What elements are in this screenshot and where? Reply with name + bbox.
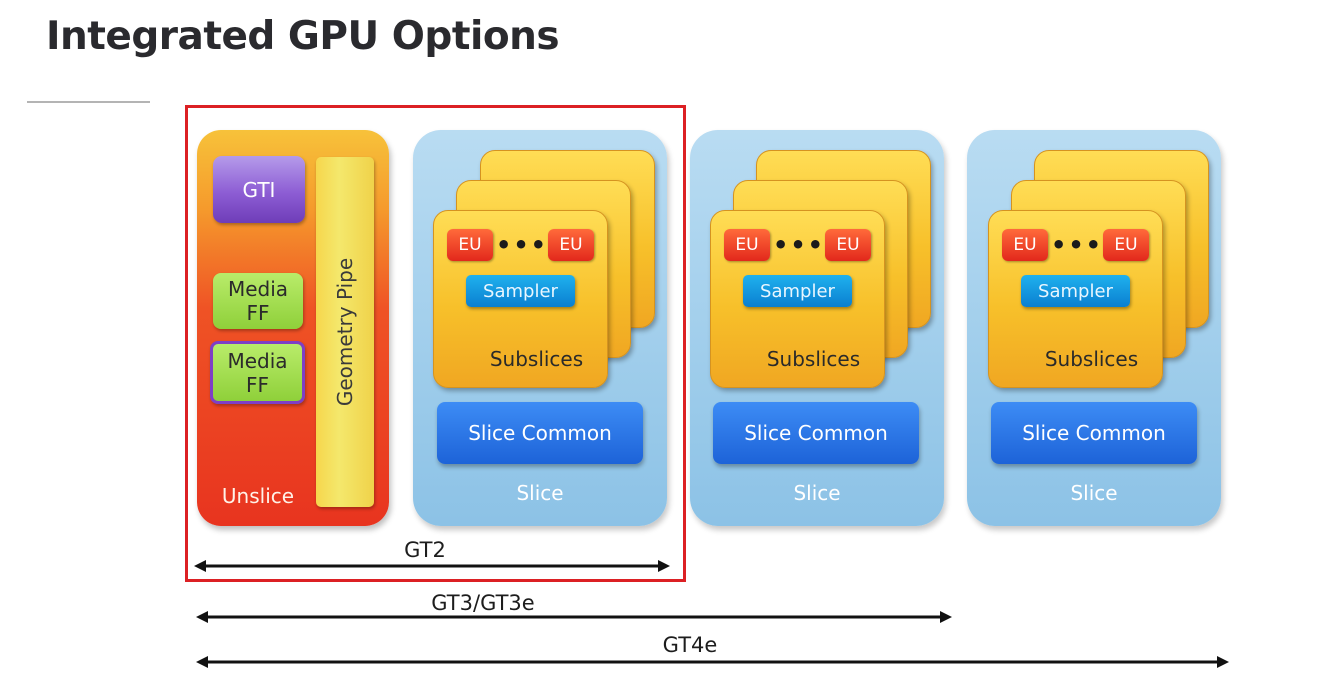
eu-ellipsis: •••: [495, 231, 549, 259]
gt4e-arrow-left-head: [196, 656, 208, 668]
gti-box: GTI: [213, 156, 305, 223]
gt3-arrow-left-head: [196, 611, 208, 623]
sampler-box: Sampler: [743, 275, 852, 307]
gt3-gt3e-label: GT3/GT3e: [431, 591, 535, 615]
eu-box-first: EU: [724, 229, 770, 261]
media-ff-box-2: Media FF: [210, 341, 305, 404]
eu-box-first: EU: [1002, 229, 1048, 261]
subslices-label: Subslices: [1044, 347, 1139, 371]
unslice-label: Unslice: [221, 484, 295, 508]
subslices-label: Subslices: [766, 347, 861, 371]
geometry-pipe-box: Geometry Pipe: [316, 157, 374, 507]
gt2-label: GT2: [404, 538, 446, 562]
eu-box-last: EU: [548, 229, 594, 261]
eu-ellipsis: •••: [772, 231, 826, 259]
slice-common-box: Slice Common: [437, 402, 643, 464]
media-ff-label-line2: FF: [245, 372, 269, 397]
sampler-box: Sampler: [1021, 275, 1130, 307]
media-ff-label-line2: FF: [246, 301, 270, 325]
sampler-box: Sampler: [466, 275, 575, 307]
media-ff-label-line1: Media: [227, 348, 288, 373]
gt2-arrow-left-head: [194, 560, 206, 572]
media-ff-box-1: Media FF: [213, 273, 303, 329]
gt2-highlight-frame: [185, 105, 686, 582]
slice-label: Slice: [1070, 481, 1118, 505]
gt2-arrow-right-head: [658, 560, 670, 572]
slice-label: Slice: [793, 481, 841, 505]
page-title: Integrated GPU Options: [46, 14, 560, 59]
eu-ellipsis: •••: [1050, 231, 1104, 259]
eu-box-first: EU: [447, 229, 493, 261]
gt3-arrow-right-head: [940, 611, 952, 623]
gt4e-label: GT4e: [662, 633, 718, 657]
gt4e-arrow-right-head: [1217, 656, 1229, 668]
eu-box-last: EU: [1103, 229, 1149, 261]
gti-label: GTI: [242, 177, 276, 202]
eu-box-last: EU: [825, 229, 871, 261]
subslices-label: Subslices: [489, 347, 584, 371]
slice-label: Slice: [516, 481, 564, 505]
slice-common-box: Slice Common: [991, 402, 1197, 464]
title-underline: [27, 101, 150, 103]
slice-common-box: Slice Common: [713, 402, 919, 464]
media-ff-label-line1: Media: [227, 277, 289, 301]
